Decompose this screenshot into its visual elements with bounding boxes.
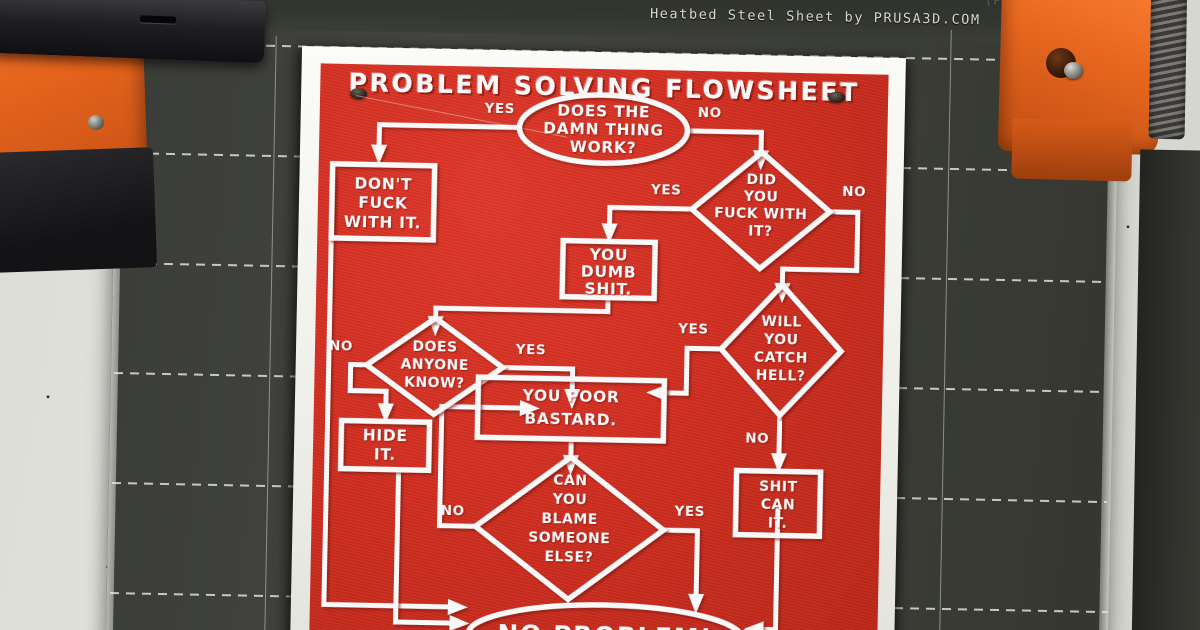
arrowhead-icon [743,621,764,630]
node-q2-line3: FUCK WITH [714,206,808,224]
node-q5-line2: YOU [552,492,588,509]
node-q5-line3: BLAME [541,511,598,528]
edge-q1-yes [376,122,520,147]
node-a3-line1: HIDE [363,426,408,445]
arrowhead-icon [688,593,705,614]
arrowhead-icon [449,615,470,630]
edge-q4-yes [664,345,722,396]
node-a3-line2: IT. [374,446,396,464]
arrowhead-icon [601,223,618,244]
node-a5-shit-can-it [732,467,824,540]
printer-lead-screw [1148,0,1188,140]
printer-black-gantry-bar [0,0,267,64]
edge-label-q2-no: NO [842,184,866,200]
poster-red-field: PROBLEM SOLVING FLOWSHEET [308,63,889,630]
edge-q1-no [687,128,764,153]
node-q3-line3: KNOW? [404,375,465,392]
node-q1-does-the-damn-thing-work [516,92,691,167]
node-q5-line1: CAN [553,473,588,490]
arrowhead-icon [646,384,667,401]
node-q4-line4: HELL? [756,368,806,385]
node-q2-line1: DID [746,172,776,189]
edge-a1-end [321,175,450,610]
node-end-label: NO PROBLEM! [497,619,713,630]
node-a1-line3: WITH IT. [344,213,422,233]
arrowhead-icon [447,598,468,615]
node-a5-line1: SHIT [759,479,798,496]
node-q3-does-anyone-know [361,314,508,418]
node-a1-dont-fuck-with-it [328,160,438,243]
arrowhead-icon [564,388,581,410]
node-a2-you-dumb-shit [559,237,659,302]
edge-q5-no [436,403,522,529]
node-q5-can-you-blame-someone-else [470,453,668,603]
node-q1-line3: WORK? [570,138,637,157]
node-q1-line2: DAMN THING [543,119,664,139]
edge-a3-end [392,469,452,626]
edge-label-q2-yes: YES [650,182,682,199]
arrowhead-icon [519,400,540,417]
node-a1-line1: DON'T [354,175,412,194]
edge-label-q5-yes: YES [673,503,705,520]
gantry-slot [139,15,177,24]
node-a2-line2: DUMB [581,262,637,281]
edge-label-q4-no: NO [745,431,769,447]
node-a5-line2: CAN [761,497,796,514]
edge-label-q1-yes: YES [483,101,515,118]
node-q1-line1: DOES THE [557,102,650,122]
arrowhead-icon [771,453,788,474]
node-a1-line2: FUCK [358,194,408,213]
edge-q2-no [779,209,861,286]
node-q4-line3: CATCH [754,350,808,367]
edge-q5-yes [663,527,700,596]
edge-label-q5-no: NO [441,503,465,519]
node-a2-line3: SHIT. [584,280,632,299]
node-q4-will-you-catch-hell [717,280,845,420]
printer-orange-bracket-right-lower [1011,118,1133,182]
edge-a2-q3 [433,297,611,319]
node-a3-hide-it [337,417,433,474]
screw-head-icon [1064,62,1083,79]
arrowhead-icon [377,403,394,424]
edge-q3-yes [502,365,576,392]
node-a4-you-poor-bastard [474,374,668,444]
node-q5-line5: ELSE? [544,549,593,566]
edge-label-q3-no: NO [329,338,353,354]
node-q4-line2: YOU [763,332,799,349]
node-a2-line1: YOU [589,246,629,265]
node-q3-line1: DOES [412,339,457,356]
edge-label-q4-yes: YES [677,321,709,338]
node-q2-line4: IT? [748,223,773,239]
edge-label-q3-yes: YES [515,342,547,359]
node-q3-line2: ANYONE [400,357,469,374]
printer-frame-shadow-right [1131,149,1200,630]
arrowhead-icon [371,144,388,165]
node-q4-line1: WILL [761,314,802,331]
node-a4-line2: BASTARD. [524,410,617,430]
edge-label-q1-no: NO [698,105,722,121]
node-a4-line1: YOU POOR [521,387,619,407]
flowchart-poster: PROBLEM SOLVING FLOWSHEET [283,45,908,630]
node-q2-did-you-fuck-with-it [687,148,835,273]
edge-q3-no [347,361,389,406]
edge-q2-yes [607,204,692,226]
flowchart-graphic: DOES THE DAMN THING WORK? DON'T FUCK WIT… [321,92,866,630]
edge-q4-no [776,415,783,456]
node-a5-line3: IT. [768,515,788,531]
node-end-no-problem [465,602,746,630]
node-q5-line4: SOMEONE [528,529,610,547]
printer-stepper-motor-left [0,147,158,273]
screw-head-icon [88,115,104,130]
node-q2-line2: YOU [743,189,779,206]
